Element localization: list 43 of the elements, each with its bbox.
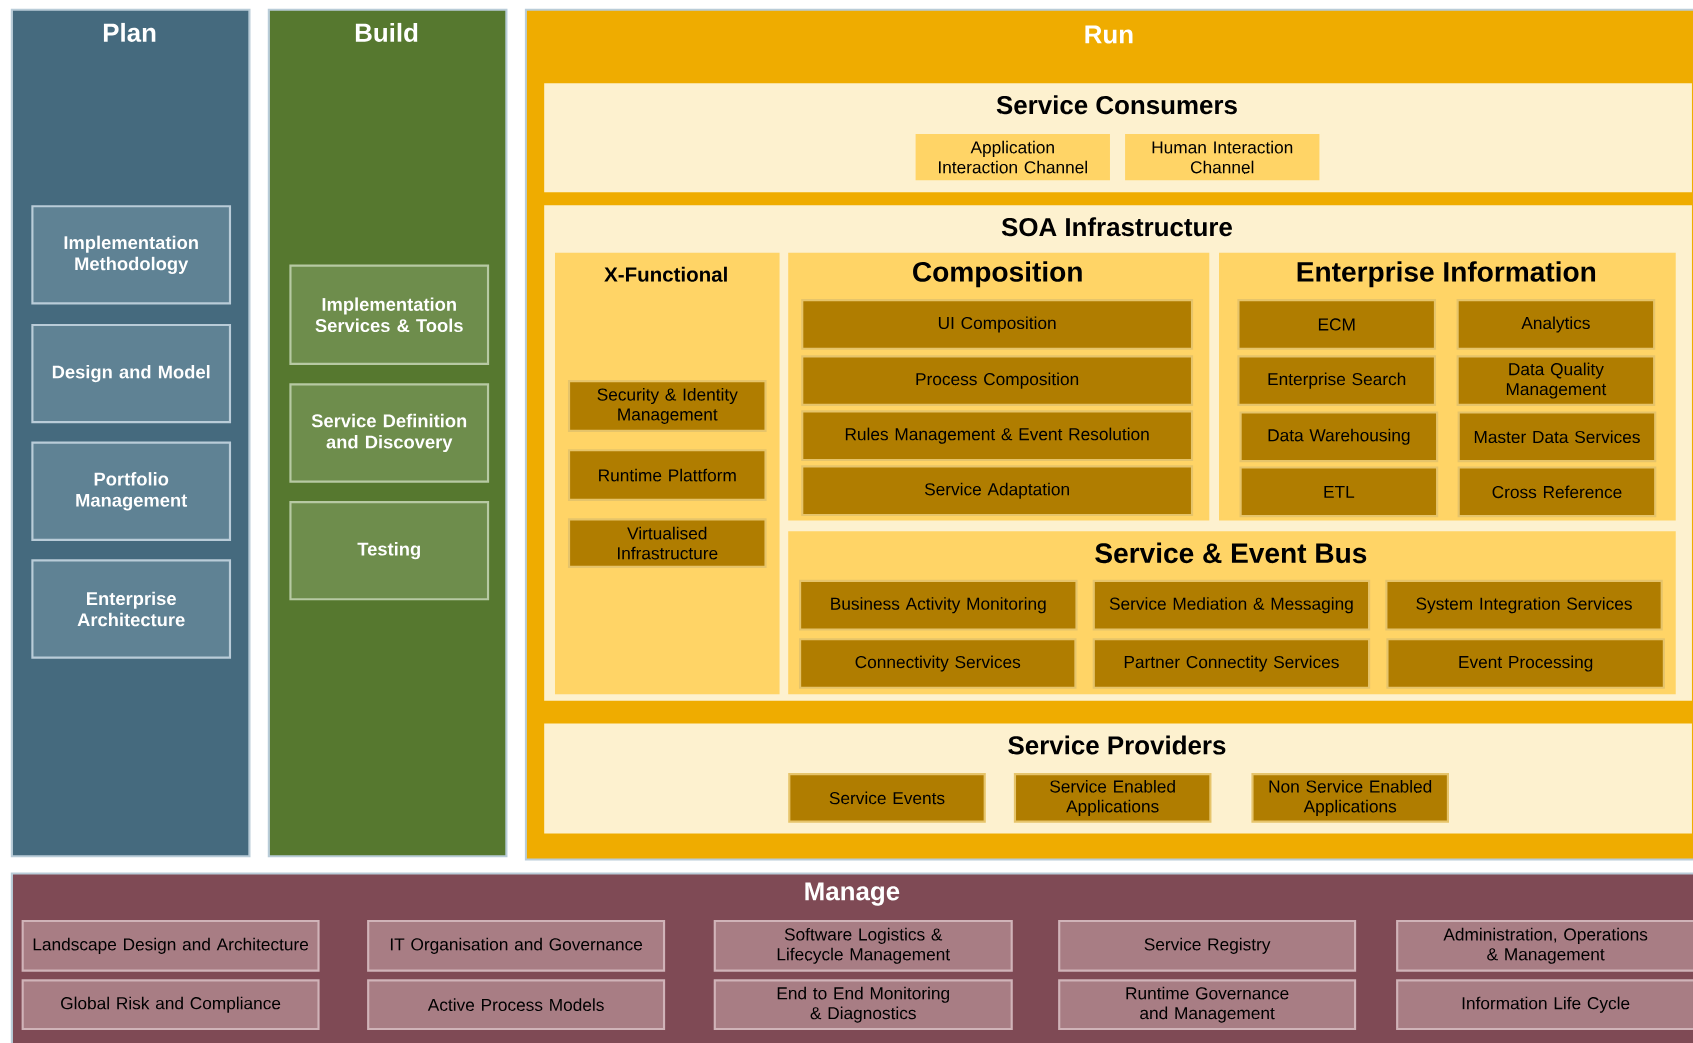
capability-box: Enterprise Architecture <box>31 559 232 659</box>
component-box: Master Data Services <box>1457 411 1657 463</box>
capability-box: Active Process Models <box>367 979 666 1031</box>
component-box: Data Warehousing <box>1239 411 1439 463</box>
component-box: System Integration Services <box>1385 579 1663 631</box>
capability-box: Portfolio Management <box>31 441 232 541</box>
component-box: Connectivity Services <box>799 638 1077 689</box>
capability-box: Administration, Operations & Management <box>1396 919 1693 972</box>
capability-box: Global Risk and Compliance <box>21 979 320 1031</box>
component-box: Rules Management & Event Resolution <box>801 410 1194 462</box>
capability-box: Implementation Services & Tools <box>289 264 490 365</box>
capability-box: Implementation Methodology <box>31 205 232 305</box>
component-box: ECM <box>1237 299 1437 350</box>
capability-box: Information Life Cycle <box>1396 979 1693 1031</box>
component-box: Non Service Enabled Applications <box>1251 773 1449 823</box>
component-box: Enterprise Search <box>1237 355 1437 406</box>
component-box: Analytics <box>1456 299 1656 350</box>
capability-box: Design and Model <box>31 323 232 424</box>
component-box: Service Adaptation <box>801 465 1194 517</box>
component-box: Business Activity Monitoring <box>799 579 1078 631</box>
component-box: Service Events <box>788 773 986 823</box>
channel-box: Human Interaction Channel <box>1122 131 1322 183</box>
component-box: UI Composition <box>801 299 1194 350</box>
component-box: Service Mediation & Messaging <box>1092 579 1371 631</box>
component-box: Security & Identity Management <box>567 380 767 432</box>
channel-box: Application Interaction Channel <box>913 131 1113 183</box>
component-box: Service Enabled Applications <box>1013 773 1212 823</box>
component-box: Process Composition <box>801 355 1194 406</box>
component-box: Runtime Plattform <box>567 449 767 501</box>
capability-box: Runtime Governance and Management <box>1058 979 1357 1031</box>
capability-box: End to End Monitoring & Diagnostics <box>713 979 1013 1031</box>
component-box: Event Processing <box>1386 638 1665 689</box>
capability-box: Service Registry <box>1058 919 1357 972</box>
capability-box: Testing <box>289 501 490 601</box>
component-box: Data Quality Management <box>1456 355 1656 406</box>
capability-box: Software Logistics & Lifecycle Management <box>713 919 1013 972</box>
component-box: Cross Reference <box>1457 466 1657 518</box>
component-box: Virtualised Infrastructure <box>567 518 767 568</box>
component-box: Partner Connectity Services <box>1092 638 1371 689</box>
capability-box: Service Definition and Discovery <box>289 383 490 483</box>
component-box: ETL <box>1239 466 1439 518</box>
capability-box: IT Organisation and Governance <box>367 919 666 972</box>
capability-box: Landscape Design and Architecture <box>21 919 320 972</box>
